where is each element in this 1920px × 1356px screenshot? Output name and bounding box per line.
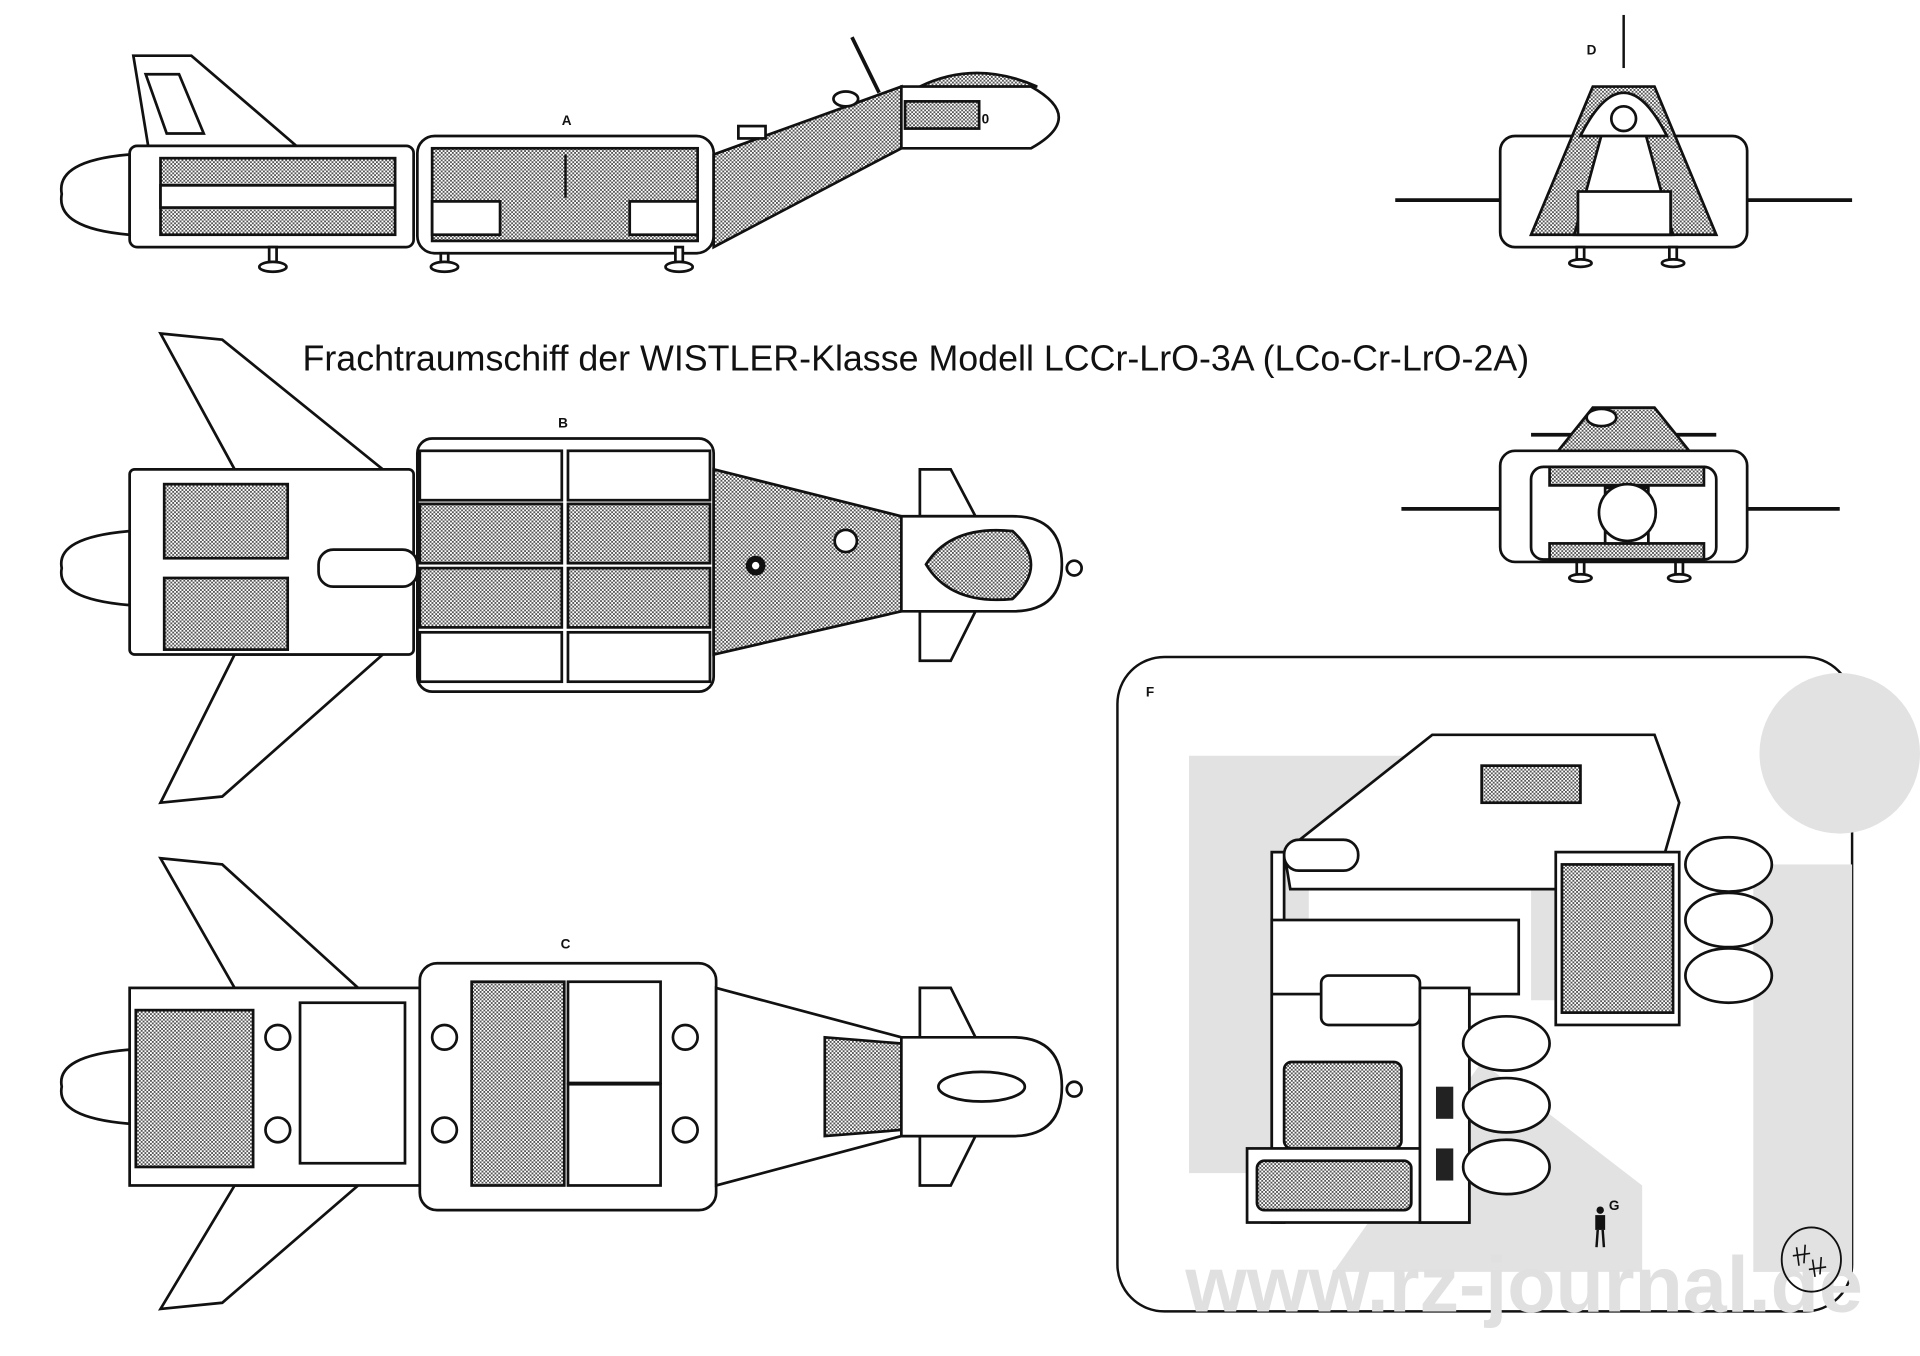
view-label-b: B xyxy=(558,415,568,430)
watermark-text: www.rz-journal.de xyxy=(1184,1239,1863,1328)
thrusters xyxy=(1461,835,1774,1196)
view-label-a: A xyxy=(562,113,572,128)
drawing-title: Frachtraumschiff der WISTLER-Klasse Mode… xyxy=(303,339,1530,379)
view-label-d: D xyxy=(1587,42,1597,57)
wing-lower xyxy=(158,653,387,805)
engine-nozzle xyxy=(59,152,132,237)
signature-seal xyxy=(1780,1226,1842,1293)
svg-text:0: 0 xyxy=(982,112,990,127)
landing-legs xyxy=(257,245,695,274)
cutaway-panel: www.rz-journal.de xyxy=(1116,655,1920,1328)
bottom-view: C xyxy=(59,856,1083,1311)
human-figure-icon xyxy=(1595,1206,1606,1248)
cargo-module-cutaway xyxy=(1245,733,1774,1224)
neck-section xyxy=(712,84,903,250)
view-label-g: G xyxy=(1609,1198,1620,1213)
rear-view xyxy=(1401,406,1840,584)
side-view: 0 A xyxy=(59,36,1060,274)
front-view: D xyxy=(1395,14,1853,269)
view-label-f: F xyxy=(1146,685,1154,700)
view-label-c: C xyxy=(561,936,571,951)
top-view: B xyxy=(59,331,1083,805)
